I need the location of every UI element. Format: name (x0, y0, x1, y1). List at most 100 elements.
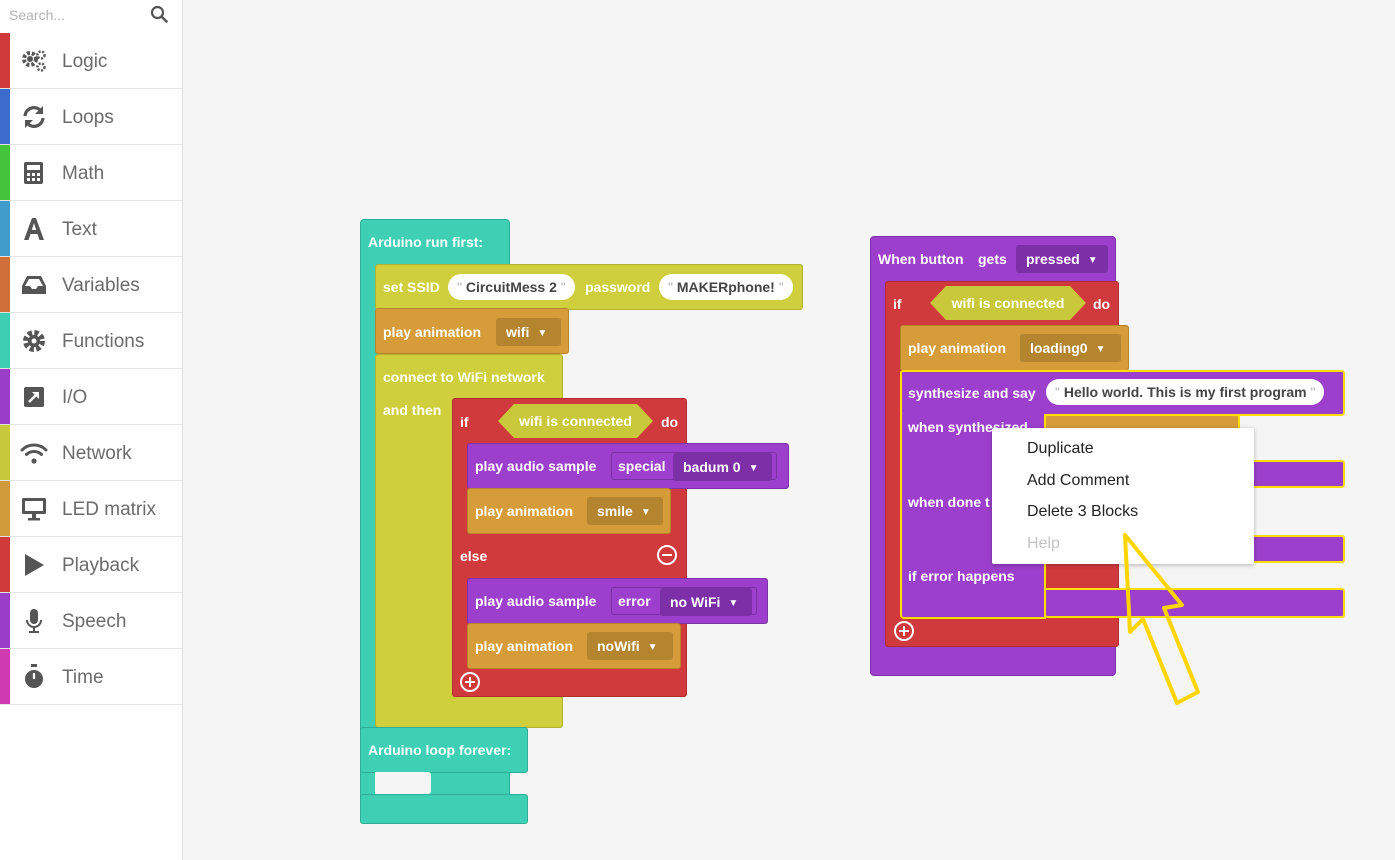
category-color-stripe (0, 201, 10, 256)
ssid-text-field[interactable]: " CircuitMess 2 " (448, 274, 575, 300)
category-time[interactable]: Time (0, 649, 182, 705)
password-value: MAKERphone! (676, 279, 775, 295)
dropdown-caret-icon: ▼ (640, 507, 651, 518)
menu-item-duplicate[interactable]: Duplicate (1027, 440, 1094, 457)
category-color-stripe (0, 425, 10, 480)
connect-wifi-label: connect to WiFi network (383, 369, 545, 385)
play-animation-nowifi-block[interactable] (467, 623, 681, 669)
play-icon (25, 554, 44, 576)
category-logic[interactable]: Logic (0, 33, 182, 89)
category-label: I/O (62, 387, 88, 408)
category-label: Time (62, 667, 104, 688)
audio-sample-value: badum 0 (683, 459, 741, 475)
category-variables[interactable]: Variables (0, 257, 182, 313)
set-ssid-block[interactable] (375, 264, 803, 310)
add-else-plus-icon[interactable] (894, 621, 914, 641)
dropdown-caret-icon: ▼ (647, 642, 658, 653)
animation-dropdown[interactable]: smile▼ (587, 497, 663, 525)
empty-statement-slot (375, 772, 431, 794)
condition-label: wifi is connected (951, 295, 1065, 311)
audio-sample-dropdown[interactable]: no WiFi ▼ (660, 588, 752, 616)
ssid-value: CircuitMess 2 (465, 279, 557, 295)
category-io[interactable]: I/O (0, 369, 182, 425)
category-color-stripe (0, 369, 10, 424)
category-color-stripe (0, 481, 10, 536)
block-context-menu: Duplicate Add Comment Delete 3 Blocks He… (992, 428, 1254, 564)
gear-icon (23, 330, 45, 352)
dropdown-caret-icon: ▼ (1095, 344, 1106, 355)
if-label: if (460, 414, 469, 430)
and-then-label: and then (383, 402, 442, 418)
monitor-icon (22, 498, 46, 521)
play-animation-label: play animation (383, 324, 482, 340)
external-link-icon (24, 387, 44, 407)
menu-item-add-comment[interactable]: Add Comment (1027, 472, 1130, 489)
category-playback[interactable]: Playback (0, 537, 182, 593)
synthesize-text-field[interactable]: " Hello world. This is my first program … (1046, 379, 1325, 405)
animation-dropdown[interactable]: noWifi ▼ (587, 632, 673, 660)
play-animation-wifi-block[interactable] (375, 308, 569, 354)
category-led-matrix[interactable]: LED matrix (0, 481, 182, 537)
password-text-field[interactable]: " MAKERphone! " (659, 274, 793, 300)
play-animation-label: play animation (908, 340, 1007, 356)
category-label: Playback (62, 555, 140, 576)
category-speech[interactable]: Speech (0, 593, 182, 649)
dropdown-caret-icon: ▼ (748, 463, 759, 474)
category-color-stripe (0, 145, 10, 200)
refresh-icon (23, 106, 45, 128)
category-text[interactable]: Text (0, 201, 182, 257)
animation-value: noWifi (597, 638, 640, 654)
microphone-icon (26, 609, 42, 633)
category-loops[interactable]: Loops (0, 89, 182, 145)
loop-forever-label: Arduino loop forever: (368, 742, 512, 758)
calculator-icon (24, 162, 43, 184)
category-math[interactable]: Math (0, 145, 182, 201)
menu-item-delete-blocks[interactable]: Delete 3 Blocks (1027, 503, 1139, 520)
audio-sample-dropdown[interactable]: badum 0 ▼ (673, 453, 772, 481)
category-label: Speech (62, 611, 127, 632)
pointer-arrow-icon (1123, 533, 1200, 705)
do-label: do (661, 414, 679, 430)
animation-value: loading0 (1030, 340, 1088, 356)
category-label: Variables (62, 275, 140, 296)
text-a-icon (24, 218, 44, 240)
event-dropdown[interactable]: pressed ▼ (1016, 245, 1108, 273)
category-label: Network (62, 443, 132, 464)
add-else-plus-icon[interactable] (460, 672, 480, 692)
category-label: Loops (62, 107, 114, 128)
dropdown-caret-icon: ▼ (728, 598, 739, 609)
when-button-label: When button (878, 251, 964, 267)
animation-value: wifi (506, 324, 530, 340)
play-audio-label: play audio sample (475, 593, 597, 609)
category-color-stripe (0, 649, 10, 704)
run-first-label: Arduino run first: (368, 234, 484, 250)
animation-dropdown[interactable]: wifi ▼ (496, 318, 561, 346)
event-value: pressed (1026, 251, 1080, 267)
animation-dropdown[interactable]: loading0 ▼ (1020, 334, 1121, 362)
if-error-label: if error happens (908, 568, 1015, 584)
wifi-connected-condition[interactable]: wifi is connected (930, 286, 1086, 320)
category-functions[interactable]: Functions (0, 313, 182, 369)
search-input[interactable] (0, 0, 149, 30)
when-done-label: when done t (908, 494, 990, 510)
audio-category-value: special (618, 458, 666, 474)
search-icon[interactable] (150, 5, 168, 23)
play-audio-label: play audio sample (475, 458, 597, 474)
category-color-stripe (0, 33, 10, 88)
synthesize-text-value: Hello world. This is my first program (1063, 384, 1307, 400)
dropdown-caret-icon: ▼ (537, 328, 548, 339)
loop-forever-footer (360, 794, 528, 824)
audio-sample-value: no WiFi (670, 594, 721, 610)
password-label: password (585, 279, 651, 295)
remove-else-minus-icon[interactable] (657, 545, 677, 565)
category-network[interactable]: Network (0, 425, 182, 481)
wifi-connected-condition[interactable]: wifi is connected (498, 404, 653, 438)
dropdown-caret-icon: ▼ (1087, 255, 1098, 266)
category-color-stripe (0, 313, 10, 368)
loop-forever-header[interactable] (360, 727, 528, 773)
search-bar (0, 0, 182, 33)
category-color-stripe (0, 89, 10, 144)
category-color-stripe (0, 537, 10, 592)
audio-category-value: error (618, 593, 651, 609)
toolbox-sidebar: Logic Loops Math Text (0, 0, 183, 860)
